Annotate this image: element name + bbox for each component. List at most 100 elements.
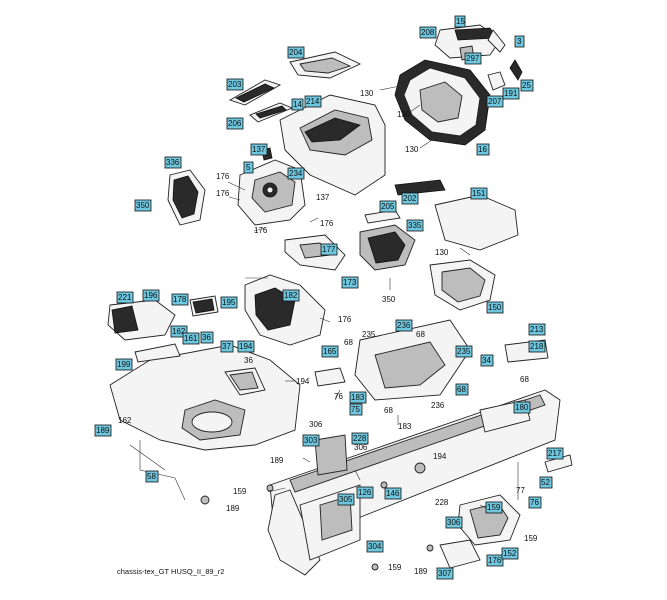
svg-text:177: 177: [322, 245, 336, 254]
grilles: [359, 179, 519, 271]
hood-assembly: [228, 51, 386, 196]
svg-text:205: 205: [381, 202, 395, 211]
diagram-caption: chassis-tex_GT HUSQ_II_89_r2: [117, 567, 225, 576]
label-76: 76: [528, 496, 542, 509]
label-213: 213: [528, 323, 546, 336]
svg-text:76: 76: [530, 498, 539, 507]
svg-text:191: 191: [504, 89, 518, 98]
svg-text:5: 5: [246, 163, 251, 172]
svg-text:162: 162: [172, 327, 186, 336]
plain-label: 189: [414, 567, 428, 576]
plain-label: 189: [226, 504, 240, 513]
plain-label: 76: [334, 392, 343, 401]
plain-label: 68: [384, 406, 393, 415]
label-146: 146: [384, 487, 402, 500]
svg-text:195: 195: [222, 298, 236, 307]
label-203: 203: [226, 78, 244, 91]
svg-text:305: 305: [339, 495, 353, 504]
svg-text:307: 307: [438, 569, 452, 578]
dash-housing: [394, 24, 523, 146]
svg-text:58: 58: [147, 472, 156, 481]
label-177: 177: [320, 243, 338, 256]
label-182: 182: [282, 289, 300, 302]
label-68a: 68: [455, 383, 469, 396]
svg-text:218: 218: [530, 342, 544, 351]
label-235: 235: [455, 345, 473, 358]
plain-labels: 130 130 130 176 176 176 137 130 176 350 …: [118, 89, 538, 576]
svg-text:159: 159: [487, 503, 501, 512]
label-173: 173: [341, 276, 359, 289]
label-217: 217: [546, 447, 564, 460]
label-234: 234: [287, 167, 305, 180]
plain-label: 36: [244, 356, 253, 365]
label-37: 37: [220, 340, 234, 353]
label-199: 199: [115, 358, 133, 371]
svg-text:36: 36: [202, 333, 211, 342]
svg-text:202: 202: [403, 194, 417, 203]
svg-text:37: 37: [222, 342, 231, 351]
svg-text:14: 14: [293, 100, 302, 109]
label-204: 204: [287, 46, 305, 59]
side-panel-336: [167, 169, 206, 226]
label-307: 307: [436, 567, 454, 580]
svg-text:236: 236: [397, 321, 411, 330]
svg-text:180: 180: [515, 403, 529, 412]
svg-text:173: 173: [343, 278, 357, 287]
svg-text:199: 199: [117, 360, 131, 369]
plain-label: 189: [270, 456, 284, 465]
svg-text:204: 204: [289, 48, 303, 57]
svg-text:206: 206: [228, 119, 242, 128]
label-152: 152: [501, 547, 519, 560]
svg-text:234: 234: [289, 169, 303, 178]
svg-text:34: 34: [482, 356, 491, 365]
hardware: [129, 367, 573, 571]
plain-label: 194: [296, 377, 310, 386]
label-3: 3: [514, 35, 525, 48]
svg-text:208: 208: [421, 28, 435, 37]
plain-label: 176: [216, 189, 230, 198]
label-205: 205: [379, 200, 397, 213]
svg-text:304: 304: [368, 542, 382, 551]
svg-text:335: 335: [408, 221, 422, 230]
plain-label: 183: [398, 422, 412, 431]
label-194a: 194: [237, 340, 255, 353]
label-58: 58: [145, 470, 159, 483]
svg-text:189: 189: [96, 426, 110, 435]
label-189a: 189: [94, 424, 112, 437]
svg-text:213: 213: [530, 325, 544, 334]
svg-text:151: 151: [472, 189, 486, 198]
label-14: 14: [291, 98, 304, 111]
plain-label: 176: [254, 226, 268, 235]
svg-text:182: 182: [284, 291, 298, 300]
svg-text:178: 178: [173, 295, 187, 304]
svg-text:176: 176: [488, 556, 502, 565]
label-183: 183: [349, 391, 367, 404]
svg-text:194: 194: [239, 342, 253, 351]
label-335: 335: [406, 219, 424, 232]
label-336: 336: [164, 156, 182, 169]
plain-label: 68: [344, 338, 353, 347]
label-162: 162: [170, 325, 188, 338]
svg-text:336: 336: [166, 158, 180, 167]
svg-text:152: 152: [503, 549, 517, 558]
plain-label: 137: [316, 193, 330, 202]
label-150: 150: [486, 301, 504, 314]
label-25: 25: [520, 79, 534, 92]
label-126: 126: [356, 486, 374, 499]
label-161: 161: [182, 332, 200, 345]
svg-text:68: 68: [457, 385, 466, 394]
label-303: 303: [302, 434, 320, 447]
plain-label: 77: [516, 486, 525, 495]
label-16: 16: [476, 143, 490, 156]
plain-label: 162: [118, 416, 132, 425]
svg-text:207: 207: [488, 97, 502, 106]
plain-label: 130: [435, 248, 449, 257]
svg-text:196: 196: [144, 291, 158, 300]
plain-label: 176: [216, 172, 230, 181]
label-305: 305: [337, 493, 355, 506]
fender-parts: [107, 259, 496, 346]
label-178: 178: [171, 293, 189, 306]
label-206: 206: [226, 117, 244, 130]
label-75: 75: [349, 403, 363, 416]
plain-label: 159: [233, 487, 247, 496]
